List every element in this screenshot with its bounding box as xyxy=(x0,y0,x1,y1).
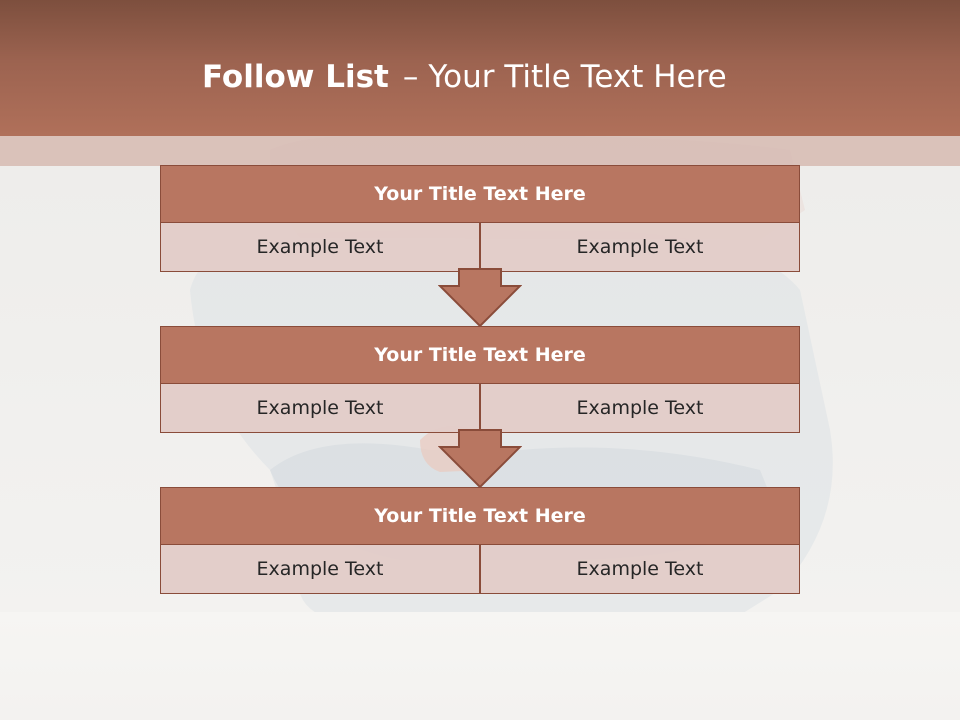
title-bold: Follow List xyxy=(202,59,389,95)
page-title: Follow List–Your Title Text Here xyxy=(202,55,727,99)
background-table-surface xyxy=(0,612,960,720)
title-rest: Your Title Text Here xyxy=(428,59,727,95)
block-cell-right: Example Text xyxy=(480,222,800,272)
block-cell-right: Example Text xyxy=(480,383,800,433)
down-arrow-icon xyxy=(438,268,522,328)
header-bar xyxy=(0,0,960,136)
block-cell-left: Example Text xyxy=(160,383,480,433)
block-cell-left: Example Text xyxy=(160,544,480,594)
block-title: Your Title Text Here xyxy=(160,487,800,545)
block-title: Your Title Text Here xyxy=(160,165,800,223)
block-title: Your Title Text Here xyxy=(160,326,800,384)
block-cell-left: Example Text xyxy=(160,222,480,272)
title-separator: – xyxy=(402,59,419,95)
down-arrow-icon xyxy=(438,429,522,489)
block-cell-right: Example Text xyxy=(480,544,800,594)
header-band xyxy=(0,136,960,166)
